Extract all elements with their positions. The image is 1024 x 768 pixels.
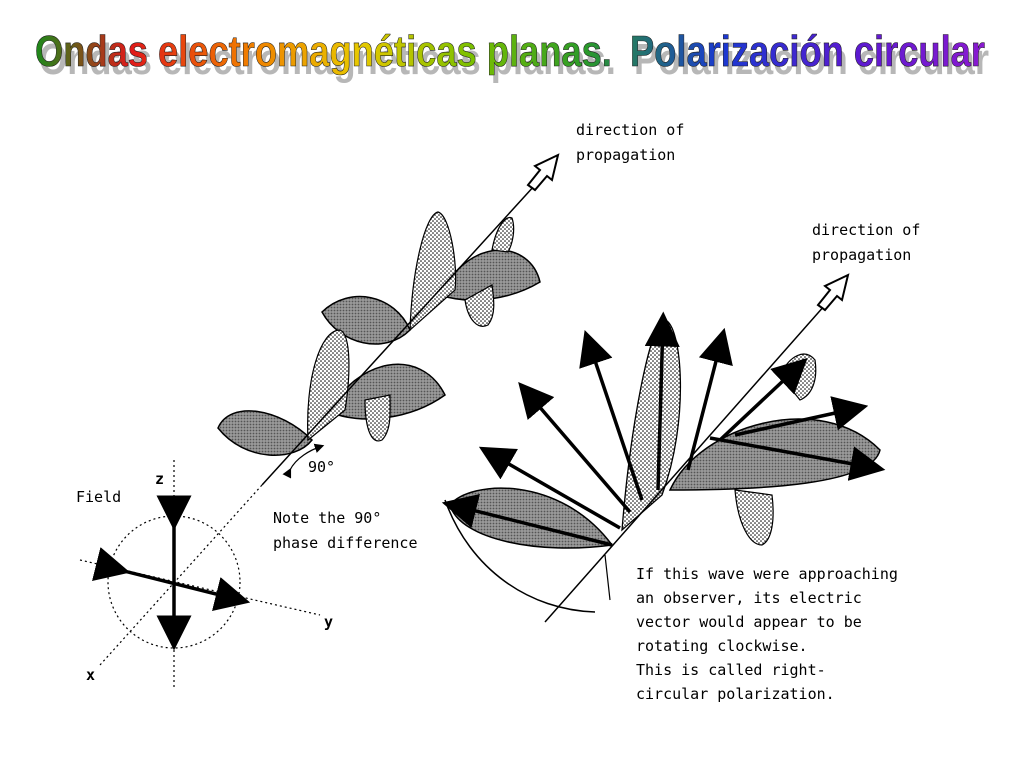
svg-text:Ondas electromagnéticas planas: Ondas electromagnéticas planas. Polarizac… — [39, 35, 989, 84]
e-vector-4 — [579, 330, 644, 501]
phase-angle-arc — [282, 443, 325, 479]
circular-lobe-right — [668, 418, 881, 491]
x-axis — [99, 484, 263, 666]
explanation-line-6: circular polarization. — [636, 685, 835, 703]
horizontal-lobe-1 — [217, 410, 313, 456]
circular-lobe-bottom — [734, 489, 774, 546]
z-axis-label: z — [155, 470, 164, 488]
horizontal-field-vector — [91, 547, 251, 612]
title-part2: Polarización circular — [630, 27, 985, 76]
title-shadow-2: Polarización circular — [634, 35, 989, 84]
y-axis-label: y — [324, 613, 333, 631]
e-vector-9 — [709, 436, 886, 481]
axis-tick — [604, 554, 611, 601]
explanation-line-2: an observer, its electric — [636, 589, 862, 607]
slide-title: Ondas electromagnéticas planas. Polarizac… — [35, 27, 989, 84]
x-axis-label: x — [86, 666, 95, 684]
explanation-line-1: If this wave were approaching — [636, 565, 898, 583]
e-vector-1 — [441, 493, 613, 547]
circular-wave — [441, 273, 886, 623]
vertical-lobe-5 — [491, 217, 515, 253]
propagation-label-right-2: propagation — [812, 246, 911, 264]
title-shadow-1: Ondas electromagnéticas planas. — [39, 35, 616, 84]
propagation-label-left-1: direction of — [576, 121, 684, 139]
e-vector-8 — [734, 396, 869, 437]
propagation-arrow-right — [816, 273, 850, 312]
vertical-lobe-2 — [364, 394, 391, 442]
note-line-2: phase difference — [273, 534, 418, 552]
explanation-line-5: This is called right- — [636, 661, 826, 679]
field-label: Field — [76, 488, 121, 506]
propagation-axis-left — [261, 184, 536, 486]
e-vector-5 — [644, 311, 680, 491]
propagation-label-left-2: propagation — [576, 146, 675, 164]
field-axes — [79, 460, 321, 690]
explanation-text: If this wave were approaching an observe… — [636, 565, 898, 703]
title-part1: Ondas electromagnéticas planas. — [35, 27, 612, 76]
e-vector-7 — [718, 357, 808, 442]
circular-lobe-tall — [621, 319, 682, 532]
e-vector-3 — [518, 382, 632, 514]
propagation-label-right-1: direction of — [812, 221, 920, 239]
svg-text:Ondas electromagnéticas planas: Ondas electromagnéticas planas. Polarizac… — [35, 27, 985, 76]
explanation-line-3: vector would appear to be — [636, 613, 862, 631]
propagation-arrow-left — [526, 153, 560, 192]
vertical-lobe-4 — [464, 284, 495, 327]
phase-angle-label: 90° — [308, 458, 335, 476]
e-vector-6 — [686, 327, 733, 471]
vertical-lobe-3 — [409, 211, 457, 332]
e-vector-2 — [478, 446, 621, 530]
explanation-line-4: rotating clockwise. — [636, 637, 808, 655]
vertical-lobe-1 — [307, 329, 350, 442]
y-axis — [79, 559, 321, 616]
note-line-1: Note the 90° — [273, 509, 381, 527]
linear-components-wave — [217, 153, 560, 486]
